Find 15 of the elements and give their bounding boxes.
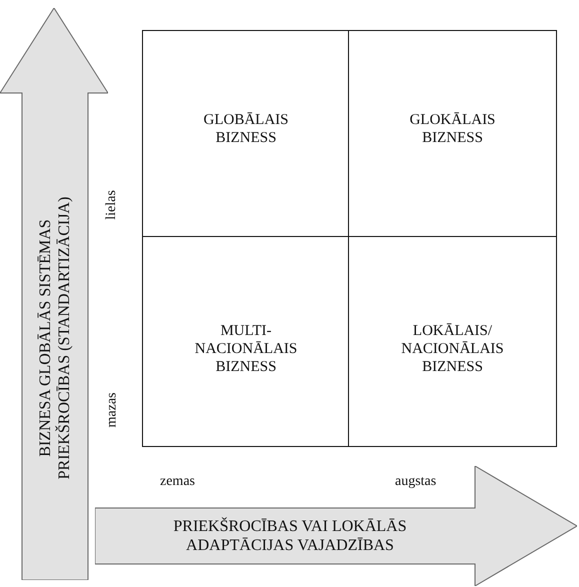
axis-title: BIZNESA GLOBĀLĀS SISTĒMAS PRIEKŠROCĪBAS (STANDARTIZĀCIJA) — [36, 196, 74, 482]
axis-title: PRIEKŠROCĪBAS VAI LOKĀLĀS ADAPTĀCIJAS VAJADZĪBAS — [172, 517, 408, 555]
quadrant-box — [348, 236, 557, 447]
arrow-shape — [95, 466, 577, 586]
scale-label: zemas — [160, 474, 195, 490]
quadrant-label: LOKĀLAIS/ NACIONĀLAIS BIZNESS — [400, 322, 505, 376]
quadrant-box — [142, 236, 350, 447]
scale-label: augstas — [395, 474, 436, 490]
quadrant-box — [348, 30, 557, 238]
quadrant-label: GLOKĀLAIS BIZNESS — [408, 111, 496, 147]
quadrant-box — [142, 30, 350, 238]
scale-label: mazas — [104, 392, 120, 428]
quadrant-label: MULTI- NACIONĀLAIS BIZNESS — [194, 322, 298, 376]
quadrant-label: GLOBĀLAIS BIZNESS — [202, 111, 290, 147]
scale-label: lielas — [104, 190, 120, 220]
